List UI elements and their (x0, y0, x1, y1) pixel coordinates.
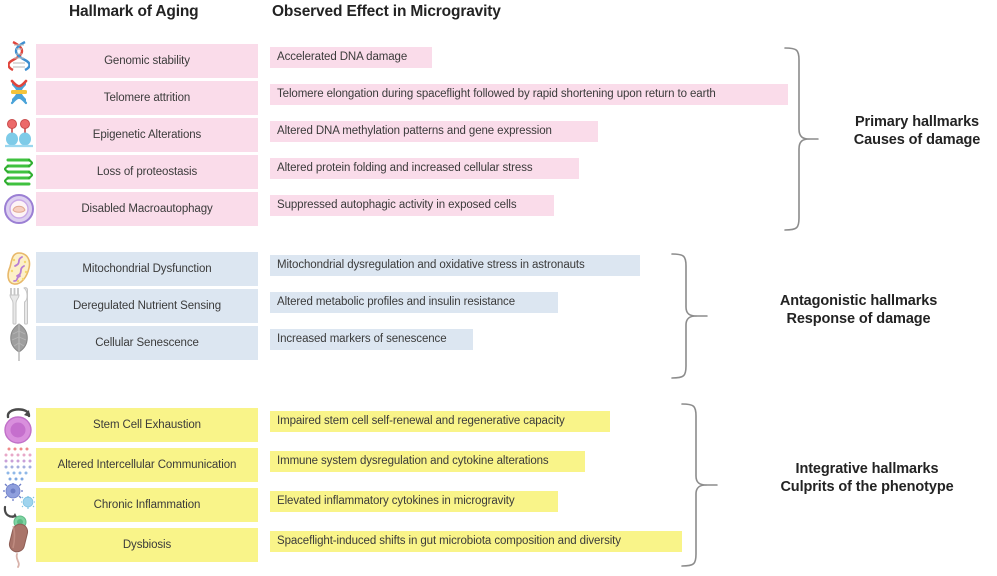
effect-label: Altered DNA methylation patterns and gen… (270, 121, 598, 142)
stem-cell-icon (2, 408, 36, 444)
effect-label: Elevated inflammatory cytokines in micro… (270, 491, 558, 512)
effect-label: Impaired stem cell self-renewal and rege… (270, 411, 610, 432)
hallmark-label: Stem Cell Exhaustion (36, 408, 258, 442)
table-row[interactable]: Cellular Senescence Increased markers of… (0, 323, 760, 361)
table-row[interactable]: Telomere attrition Telomere elongation d… (0, 79, 788, 115)
table-row[interactable]: Chronic Inflammation Elevated inflammato… (0, 483, 760, 528)
inflammation-cells-icon (2, 483, 36, 528)
table-row[interactable]: Genomic stability Accelerated DNA damage (0, 41, 760, 78)
group-label-line2: Causes of damage (853, 132, 981, 149)
section-antagonistic-hallmarks: Mitochondrial Dysfunction Mitochondrial … (0, 252, 997, 382)
hallmark-label: Dysbiosis (36, 528, 258, 562)
intercellular-signal-grid-icon (2, 447, 36, 482)
fork-knife-icon (2, 287, 36, 325)
group-label-line1: Integrative hallmarks (795, 461, 939, 477)
autophagosome-icon (2, 192, 36, 226)
hallmark-label: Deregulated Nutrient Sensing (36, 289, 258, 323)
group-brace-integrative (680, 402, 718, 570)
table-row[interactable]: Altered Intercellular Communication Immu… (0, 447, 760, 482)
column-header-hallmark: Hallmark of Aging (69, 3, 199, 20)
effect-label: Altered protein folding and increased ce… (270, 158, 579, 179)
table-row[interactable]: Disabled Macroautophagy Suppressed autop… (0, 192, 760, 226)
group-brace-antagonistic (670, 252, 708, 380)
group-label-line2: Culprits of the phenotype (780, 479, 954, 496)
bacterium-icon (2, 523, 36, 568)
group-label-primary: Primary hallmarks Causes of damage (838, 113, 996, 149)
histone-epigenetics-icon (2, 118, 36, 152)
group-label-line1: Antagonistic hallmarks (779, 293, 938, 309)
hallmark-label: Chronic Inflammation (36, 488, 258, 522)
group-brace-primary (783, 46, 819, 232)
group-label-integrative: Integrative hallmarks Culprits of the ph… (737, 460, 997, 496)
effect-label: Increased markers of senescence (270, 329, 473, 350)
effect-label: Accelerated DNA damage (270, 47, 432, 68)
group-label-line1: Primary hallmarks (854, 114, 980, 130)
hallmark-label: Telomere attrition (36, 81, 258, 115)
column-header-effect: Observed Effect in Microgravity (272, 3, 501, 20)
effect-label: Telomere elongation during spaceflight f… (270, 84, 788, 105)
section-integrative-hallmarks: Stem Cell Exhaustion Impaired stem cell … (0, 398, 997, 576)
mitochondrion-icon (2, 252, 36, 286)
senescent-leaf-icon (2, 323, 36, 361)
hallmark-label: Epigenetic Alterations (36, 118, 258, 152)
group-label-line2: Response of damage (786, 311, 931, 328)
folded-protein-icon (2, 155, 36, 189)
group-label-antagonistic: Antagonistic hallmarks Response of damag… (720, 292, 997, 328)
effect-label: Altered metabolic profiles and insulin r… (270, 292, 558, 313)
effect-label: Mitochondrial dysregulation and oxidativ… (270, 255, 640, 276)
hallmark-label: Loss of proteostasis (36, 155, 258, 189)
hallmark-label: Cellular Senescence (36, 326, 258, 360)
effect-label: Suppressed autophagic activity in expose… (270, 195, 554, 216)
chromosome-icon (2, 79, 36, 115)
table-row[interactable]: Loss of proteostasis Altered protein fol… (0, 155, 760, 189)
effect-label: Spaceflight-induced shifts in gut microb… (270, 531, 682, 552)
effect-label: Immune system dysregulation and cytokine… (270, 451, 585, 472)
dna-helix-icon (2, 41, 36, 78)
hallmark-label: Mitochondrial Dysfunction (36, 252, 258, 286)
section-primary-hallmarks: Genomic stability Accelerated DNA damage… (0, 41, 997, 240)
hallmark-label: Disabled Macroautophagy (36, 192, 258, 226)
hallmark-label: Altered Intercellular Communication (36, 448, 258, 482)
table-row[interactable]: Deregulated Nutrient Sensing Altered met… (0, 287, 760, 325)
table-row[interactable]: Mitochondrial Dysfunction Mitochondrial … (0, 252, 760, 286)
table-row[interactable]: Epigenetic Alterations Altered DNA methy… (0, 118, 760, 152)
hallmark-label: Genomic stability (36, 44, 258, 78)
table-row[interactable]: Stem Cell Exhaustion Impaired stem cell … (0, 408, 760, 444)
table-row[interactable]: Dysbiosis Spaceflight-induced shifts in … (0, 523, 760, 568)
